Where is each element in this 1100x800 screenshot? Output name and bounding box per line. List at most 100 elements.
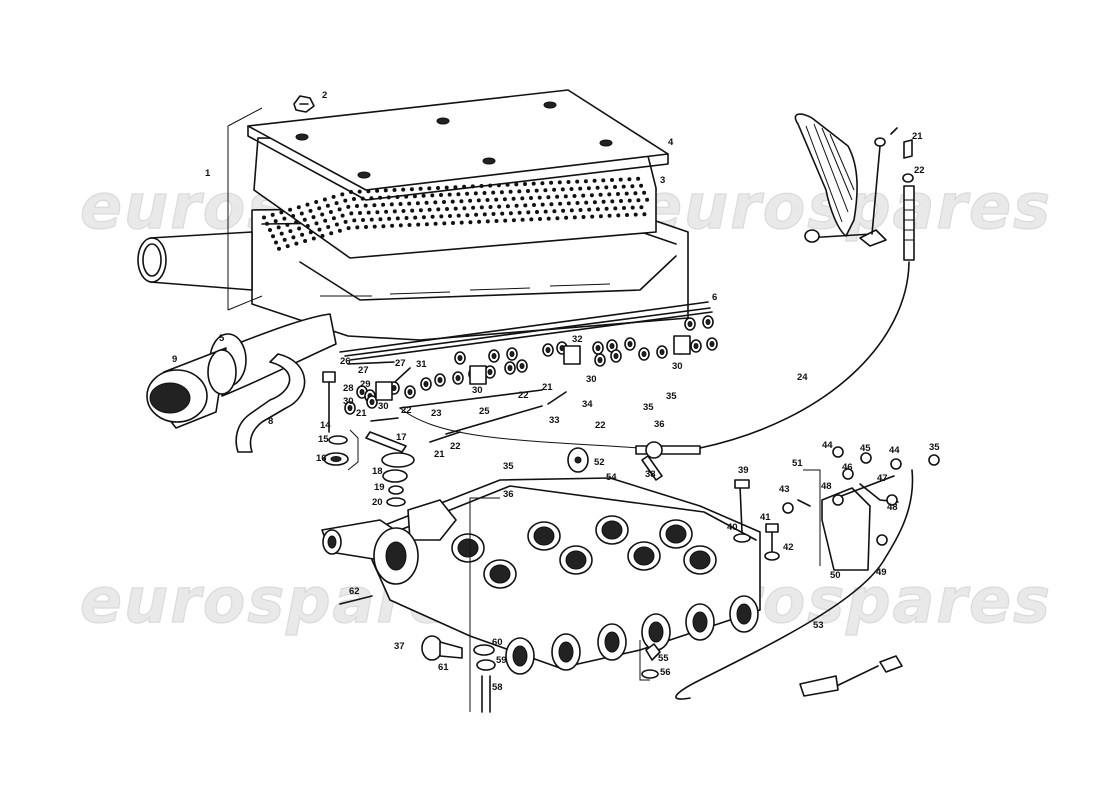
perforation-hole <box>482 191 487 195</box>
perforation-hole <box>540 181 545 186</box>
perforation-hole <box>642 190 647 195</box>
perforation-hole <box>476 198 481 203</box>
washer-hole <box>407 389 413 395</box>
perforation-hole <box>564 215 569 220</box>
perforation-hole <box>337 207 342 212</box>
perforation-hole <box>346 204 351 209</box>
perforation-hole <box>526 210 531 215</box>
port-bore <box>565 550 587 570</box>
small-fastener <box>876 534 888 546</box>
callout-number: 21 <box>912 131 923 142</box>
perforation-hole <box>439 193 443 197</box>
washer-hole <box>457 355 463 361</box>
perforation-hole <box>413 215 418 220</box>
perforation-hole <box>529 217 534 222</box>
perforation-hole <box>523 203 528 208</box>
callout-number: 19 <box>374 482 385 493</box>
callout-number: 5 <box>219 333 225 344</box>
perforation-hole <box>584 200 589 205</box>
perforation-hole <box>459 220 464 225</box>
perforation-hole <box>271 234 275 239</box>
small-fastener <box>928 454 940 466</box>
perforation-hole <box>473 191 478 196</box>
callout-number: 50 <box>830 570 841 581</box>
perforation-hole <box>325 203 330 208</box>
perforation-hole <box>465 191 470 196</box>
perforation-hole <box>436 207 441 212</box>
callout-number: 27 <box>358 365 369 376</box>
washer-hole <box>595 345 601 351</box>
perforation-hole <box>285 222 290 227</box>
perforation-hole <box>538 217 542 221</box>
perforation-hole <box>369 217 374 222</box>
perforation-hole <box>390 223 395 228</box>
perforation-hole <box>416 222 421 227</box>
perforation-hole <box>308 230 313 235</box>
perforation-hole <box>340 192 345 197</box>
accelerator-pedal-assembly <box>635 113 915 481</box>
perforation-hole <box>523 182 527 186</box>
perforation-hole <box>639 205 644 210</box>
callout-number: 52 <box>594 457 605 468</box>
perforation-hole <box>502 197 507 202</box>
perforation-hole <box>314 221 319 226</box>
perforation-hole <box>503 218 508 223</box>
callout-number: 27 <box>395 358 406 369</box>
washer-hole <box>613 353 619 359</box>
callout-number: 21 <box>542 382 553 393</box>
callout-number: 30 <box>586 374 597 385</box>
perforation-hole <box>645 197 650 202</box>
runner-bore <box>512 645 528 667</box>
callout-number: 48 <box>887 502 898 513</box>
callout-number: 49 <box>876 567 887 578</box>
perforation-hole <box>323 218 328 223</box>
perforation-hole <box>526 189 530 193</box>
perforation-hole <box>529 196 533 200</box>
perforation-hole <box>299 211 304 216</box>
perforation-hole <box>468 198 473 203</box>
perforation-hole <box>430 214 435 219</box>
small-fastener <box>842 468 854 480</box>
callout-number: 22 <box>401 405 412 416</box>
perforation-hole <box>581 215 586 219</box>
perforation-hole <box>456 213 461 218</box>
callout-number: 31 <box>416 359 427 370</box>
callout-number: 35 <box>666 391 677 402</box>
small-fastener <box>890 458 902 470</box>
callout-number: 18 <box>372 466 383 477</box>
perforation-hole <box>639 183 644 188</box>
pivot-bracket <box>673 335 691 355</box>
perforation-hole <box>468 220 473 225</box>
perforation-hole <box>453 206 458 211</box>
callout-number: 39 <box>738 465 749 476</box>
perforation-hole <box>398 202 403 206</box>
callout-number: 58 <box>492 682 503 693</box>
perforation-hole <box>491 190 496 195</box>
perforation-hole <box>569 187 574 191</box>
callout-number: 41 <box>760 512 771 523</box>
callout-number: 21 <box>434 449 445 460</box>
washer-hole <box>437 377 443 383</box>
perforation-hole <box>392 209 397 214</box>
callout-number: 30 <box>672 361 683 372</box>
perforation-hole <box>590 214 595 219</box>
callout-number: 17 <box>396 432 407 443</box>
perforation-hole <box>352 218 357 223</box>
pivot-bracket <box>375 381 393 401</box>
perforation-hole <box>436 186 440 190</box>
perforation-hole <box>355 225 360 230</box>
perforation-hole <box>575 179 580 184</box>
perforation-hole <box>265 221 269 226</box>
washer-hole <box>359 389 365 395</box>
perforation-hole <box>595 185 600 190</box>
perforation-hole <box>317 227 322 232</box>
runner-bore <box>648 621 664 643</box>
perforation-hole <box>552 187 557 192</box>
perforation-hole <box>633 191 638 196</box>
washer-hole <box>709 341 715 347</box>
perforation-hole <box>491 212 496 216</box>
washer-hole <box>519 363 525 369</box>
washer-hole <box>659 349 665 355</box>
perforation-hole <box>288 229 293 234</box>
